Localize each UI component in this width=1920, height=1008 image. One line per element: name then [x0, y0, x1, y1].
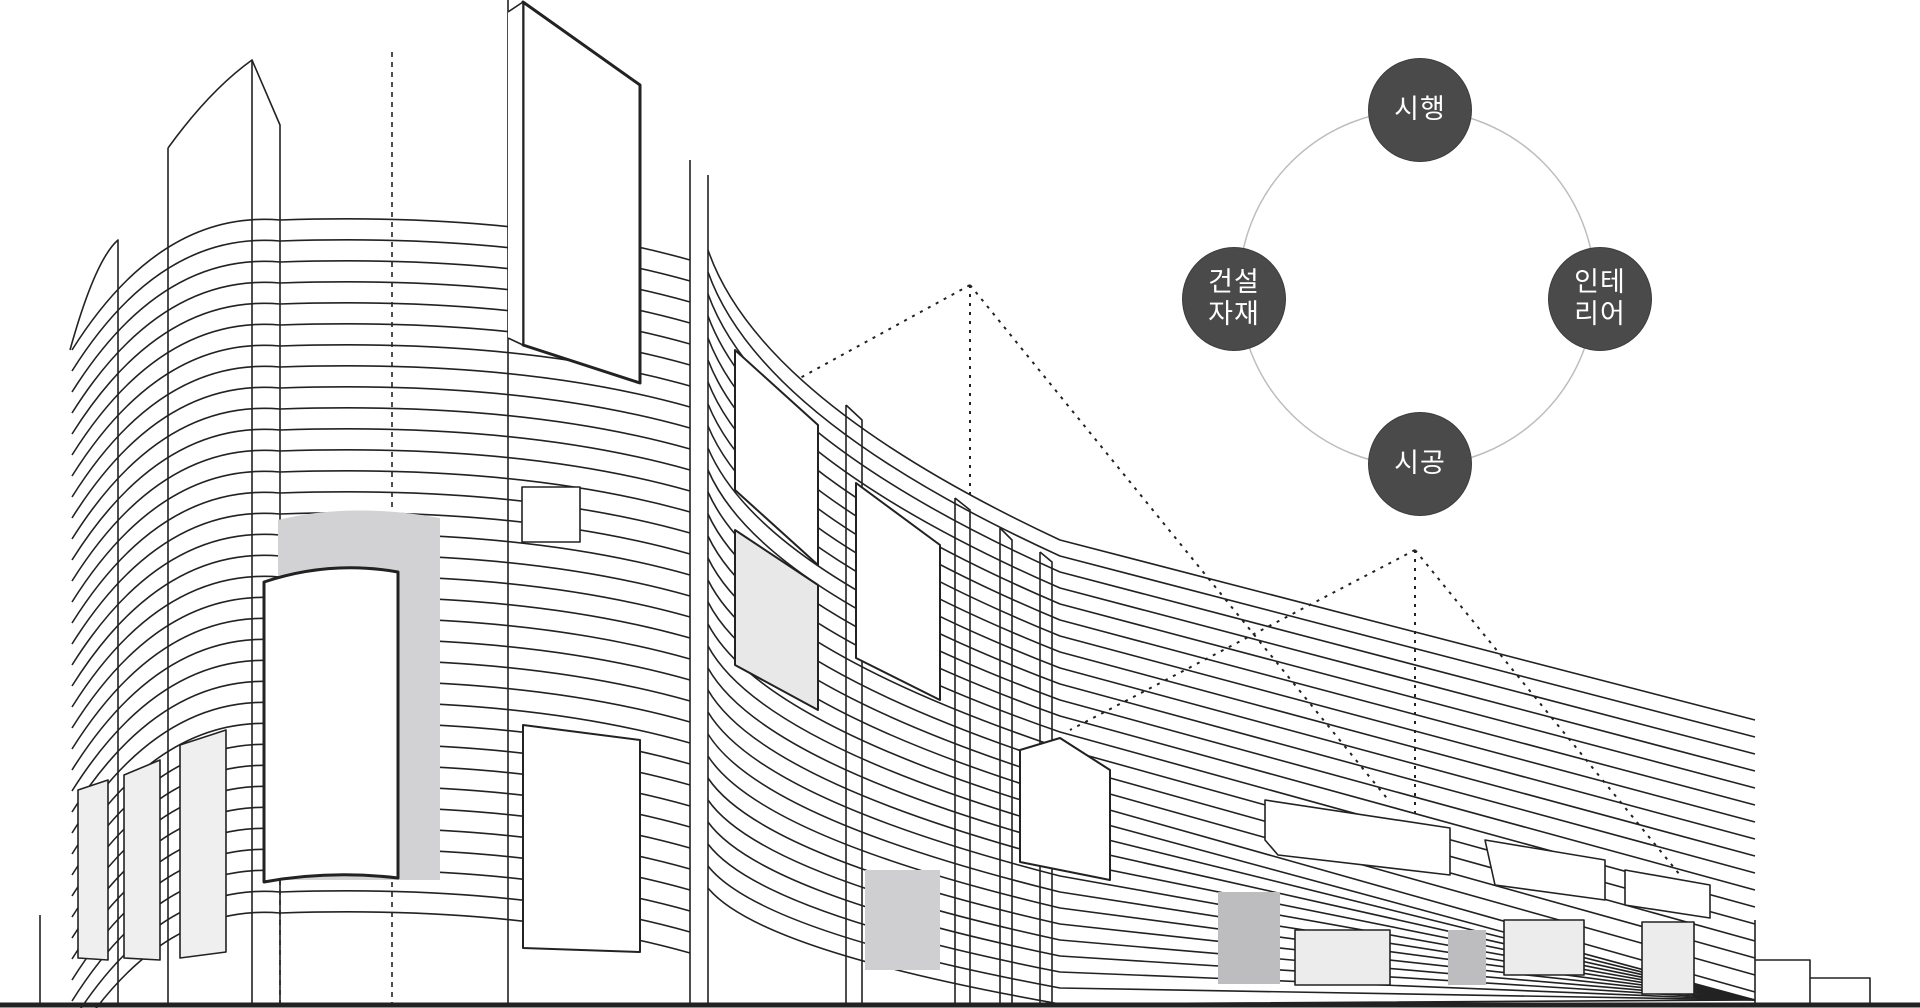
cycle-node-top: 시행 [1369, 59, 1471, 161]
wing-band [707, 293, 1756, 755]
wing-band [707, 601, 1756, 993]
wing-band [707, 491, 1756, 908]
wing-band [707, 403, 1756, 840]
wing-band [707, 579, 1756, 976]
floor-band [71, 449, 691, 582]
wing-band [707, 535, 1756, 942]
cycle-node-right: 인테 리어 [1549, 248, 1651, 350]
floor-band [71, 407, 691, 540]
wing-band [707, 887, 1756, 1005]
cycle-node-bottom: 시공 [1369, 413, 1471, 515]
floor-band [71, 491, 691, 624]
wing-band [707, 865, 1756, 1001]
wing-band [707, 359, 1756, 806]
wing-band [707, 425, 1756, 857]
cycle-node-left: 건설 자재 [1183, 248, 1285, 350]
floor-band [71, 470, 691, 603]
wing-band [707, 513, 1756, 925]
wing-band [707, 249, 1756, 721]
wing-band [707, 799, 1756, 1001]
wing-band [707, 667, 1756, 1001]
wing-band [707, 821, 1756, 1001]
wing-band [707, 623, 1756, 1001]
wing-band [707, 315, 1756, 772]
wing-band [707, 645, 1756, 1001]
wing-band [707, 557, 1756, 959]
floor-band [71, 386, 691, 519]
wing-band [707, 843, 1756, 1001]
floor-band [71, 512, 691, 645]
wing-band [707, 777, 1756, 1001]
wing-band [707, 381, 1756, 823]
wing-band [707, 337, 1756, 789]
wing-band [707, 447, 1756, 874]
wing-band [707, 689, 1756, 1001]
wing-band [707, 711, 1756, 1001]
floor-band [71, 428, 691, 561]
wing-band [707, 755, 1756, 1001]
wing-band [707, 733, 1756, 1001]
wing-band [707, 271, 1756, 738]
wing-band [707, 469, 1756, 891]
floor-band [71, 365, 691, 498]
